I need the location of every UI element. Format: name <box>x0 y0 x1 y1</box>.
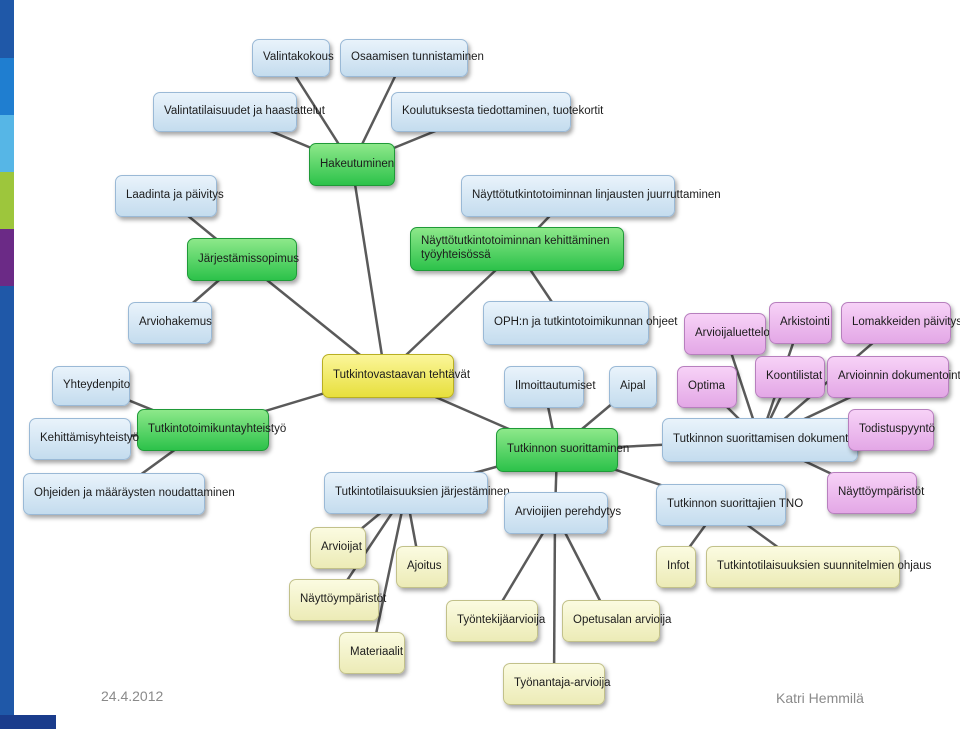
center-node[interactable]: Tutkintovastaavan tehtävät <box>322 354 470 398</box>
node-koontilistat[interactable]: Koontilistat <box>755 356 825 398</box>
node-arvioijaluettelo[interactable]: Arvioijaluettelo <box>684 313 770 355</box>
footer-author: Katri Hemmilä <box>776 690 864 706</box>
node-arkistointi[interactable]: Arkistointi <box>769 302 832 344</box>
node-yhteydenpito[interactable]: Yhteydenpito <box>52 366 130 406</box>
node-koulutuksesta[interactable]: Koulutuksesta tiedottaminen, tuotekortit <box>391 92 603 132</box>
node-valintatilaisuudet[interactable]: Valintatilaisuudet ja haastattelut <box>153 92 325 132</box>
node-ilmoittautumiset[interactable]: Ilmoittautumiset <box>504 366 596 408</box>
node-suorittaminen[interactable]: Tutkinnon suorittaminen <box>496 428 629 472</box>
footer-date: 24.4.2012 <box>101 688 164 704</box>
node-ohjeiden[interactable]: Ohjeiden ja määräysten noudattaminen <box>23 473 235 515</box>
node-opetusalan-arvioija[interactable]: Opetusalan arvioija <box>562 600 671 642</box>
node-jarjestamissopimus[interactable]: Järjestämissopimus <box>187 238 299 281</box>
node-kehittamisyhteistyo[interactable]: Kehittämisyhteistyö <box>29 418 139 460</box>
node-nayttoymparistot[interactable]: Näyttöympäristöt <box>289 579 386 621</box>
node-oph[interactable]: OPH:n ja tutkintotoimikunnan ohjeet <box>483 301 677 345</box>
node-tyontekijaarvioija[interactable]: Työntekijäarvioija <box>446 600 545 642</box>
node-aipal[interactable]: Aipal <box>609 366 657 408</box>
node-perehdytys[interactable]: Arvioijien perehdytys <box>504 492 621 534</box>
node-infot[interactable]: Infot <box>656 546 696 588</box>
node-optima[interactable]: Optima <box>677 366 737 408</box>
node-ajoitus[interactable]: Ajoitus <box>396 546 448 588</box>
node-dokumentointi[interactable]: Tutkinnon suorittamisen dokumentointi <box>662 418 869 462</box>
node-hakeutuminen[interactable]: Hakeutuminen <box>309 143 395 186</box>
node-todistuspyynto[interactable]: Todistuspyyntö <box>848 409 935 451</box>
node-arvioijat[interactable]: Arvioijat <box>310 527 366 569</box>
node-arvioinnin-dokumentointi[interactable]: Arvioinnin dokumentointi <box>827 356 960 398</box>
node-tilaisuuksien-jarjestaminen[interactable]: Tutkintotilaisuuksien järjestäminen <box>324 472 510 514</box>
side-bar-bottom <box>0 715 56 729</box>
node-osaamisen-tunnistaminen[interactable]: Osaamisen tunnistaminen <box>340 39 484 77</box>
node-valintakokous[interactable]: Valintakokous <box>252 39 334 77</box>
node-tno[interactable]: Tutkinnon suorittajien TNO <box>656 484 803 526</box>
node-linjausten[interactable]: Näyttötutkintotoiminnan linjausten juurr… <box>461 175 721 217</box>
node-nayttoymparistot-pink[interactable]: Näyttöympäristöt <box>827 472 924 514</box>
node-laadinta[interactable]: Laadinta ja päivitys <box>115 175 224 217</box>
node-tyonantaja-arvioija[interactable]: Työnantaja-arvioija <box>503 663 611 705</box>
node-suunnitelmien[interactable]: Tutkintotilaisuuksien suunnitelmien ohja… <box>706 546 931 588</box>
node-arviohakemus[interactable]: Arviohakemus <box>128 302 212 344</box>
side-bar-content-area <box>14 0 56 715</box>
node-lomakkeiden[interactable]: Lomakkeiden päivitys <box>841 302 960 344</box>
node-toimikuntayhteistyo[interactable]: Tutkintotoimikuntayhteistyö <box>137 409 286 451</box>
node-kehittaminen[interactable]: Näyttötutkintotoiminnan kehittäminen työ… <box>410 227 624 271</box>
node-materiaalit[interactable]: Materiaalit <box>339 632 405 674</box>
